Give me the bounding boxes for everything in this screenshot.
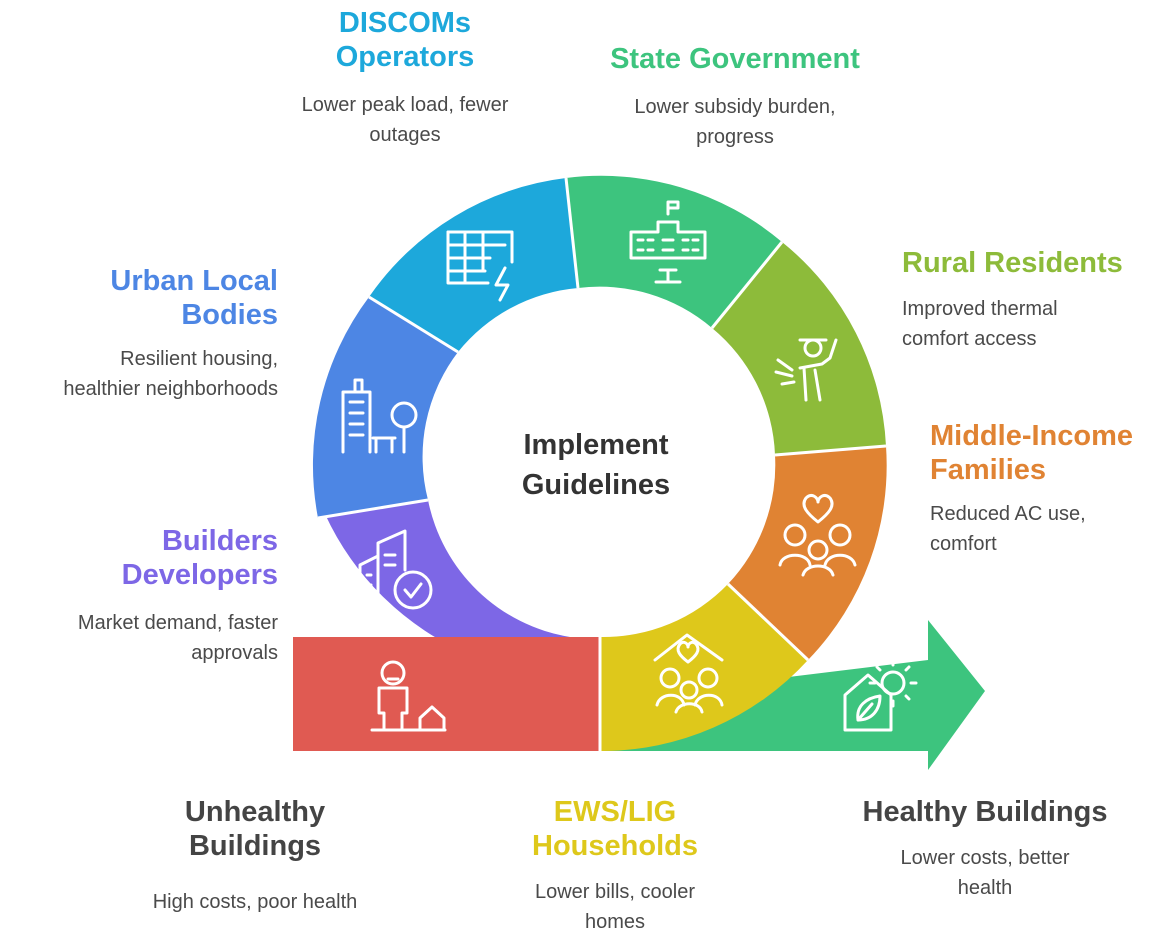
title-discoms-line2: Operators: [335, 41, 475, 74]
desc-rural-line1: Improved thermal: [902, 298, 1058, 321]
segment-middle: [728, 446, 887, 660]
segment-state: [566, 175, 782, 328]
center-title-line1: Implement: [523, 429, 668, 461]
title-discoms-line1: DISCOMs: [338, 7, 472, 39]
eco-house-icon: [843, 658, 918, 732]
farmer-icon: [774, 338, 838, 402]
title-unhealthy-line2: Buildings: [188, 830, 322, 863]
title-unhealthy-line1: Unhealthy: [184, 796, 326, 828]
label-healthy: Healthy Buildings Lower costs, better he…: [835, 795, 1135, 903]
desc-rural-line2: comfort access: [902, 328, 1037, 351]
desc-builders-line2: approvals: [191, 642, 278, 665]
segment-ews: [600, 584, 808, 752]
family-home-icon: [653, 633, 724, 714]
label-rural: Rural Residents Improved thermal comfort…: [902, 246, 1142, 354]
label-urban: Urban Local Bodies Resilient housing, he…: [20, 264, 278, 404]
building-check-icon: [358, 529, 433, 610]
desc-healthy-line1: Lower costs, better: [900, 847, 1070, 870]
government-building-icon: [629, 200, 707, 284]
segment-discoms: [369, 178, 578, 352]
center-title-line2: Guidelines: [522, 469, 670, 501]
label-builders: Builders Developers Market demand, faste…: [20, 524, 278, 668]
family-heart-icon: [778, 494, 857, 577]
desc-discoms-line1: Lower peak load, fewer: [301, 94, 509, 117]
label-unhealthy: Unhealthy Buildings High costs, poor hea…: [115, 795, 395, 917]
segment-urban: [312, 297, 458, 518]
title-middle-line2: Families: [930, 454, 1047, 487]
title-state: State Government: [610, 43, 860, 75]
title-ews-line1: EWS/LIG: [553, 796, 677, 828]
desc-state-line1: Lower subsidy burden,: [634, 96, 836, 119]
title-builders-line2: Developers: [121, 559, 278, 592]
segment-rural: [712, 242, 886, 455]
segment-unhealthy: [293, 637, 600, 751]
person-house-icon: [370, 660, 447, 732]
title-ews-line2: Households: [532, 830, 698, 863]
desc-discoms-line2: outages: [369, 124, 441, 147]
label-state: State Government Lower subsidy burden, p…: [595, 42, 875, 152]
title-urban-line1: Urban Local: [110, 265, 278, 297]
title-middle-line1: Middle-Income: [930, 420, 1134, 452]
title-builders-line1: Builders: [161, 525, 278, 557]
label-ews: EWS/LIG Households Lower bills, cooler h…: [480, 795, 750, 937]
desc-urban-line2: healthier neighborhoods: [63, 378, 278, 401]
title-urban-line2: Bodies: [181, 299, 278, 332]
desc-healthy-line2: health: [957, 877, 1013, 900]
title-rural: Rural Residents: [902, 247, 1123, 279]
title-healthy: Healthy Buildings: [862, 796, 1108, 828]
desc-middle-line2: comfort: [930, 533, 997, 556]
center-disc: [427, 290, 773, 636]
desc-urban-line1: Resilient housing,: [120, 348, 278, 371]
desc-ews-line1: Lower bills, cooler: [534, 881, 696, 904]
desc-builders-line1: Market demand, faster: [77, 612, 278, 635]
desc-state-line2: progress: [696, 126, 774, 149]
desc-unhealthy-line1: High costs, poor health: [152, 891, 358, 914]
label-middle: Middle-Income Families Reduced AC use, c…: [930, 419, 1150, 559]
grid-lightning-icon: [446, 230, 514, 302]
label-discoms: DISCOMs Operators Lower peak load, fewer…: [290, 6, 520, 150]
city-tree-icon: [341, 378, 418, 454]
desc-middle-line1: Reduced AC use,: [930, 503, 1086, 526]
desc-ews-line2: homes: [584, 911, 646, 934]
